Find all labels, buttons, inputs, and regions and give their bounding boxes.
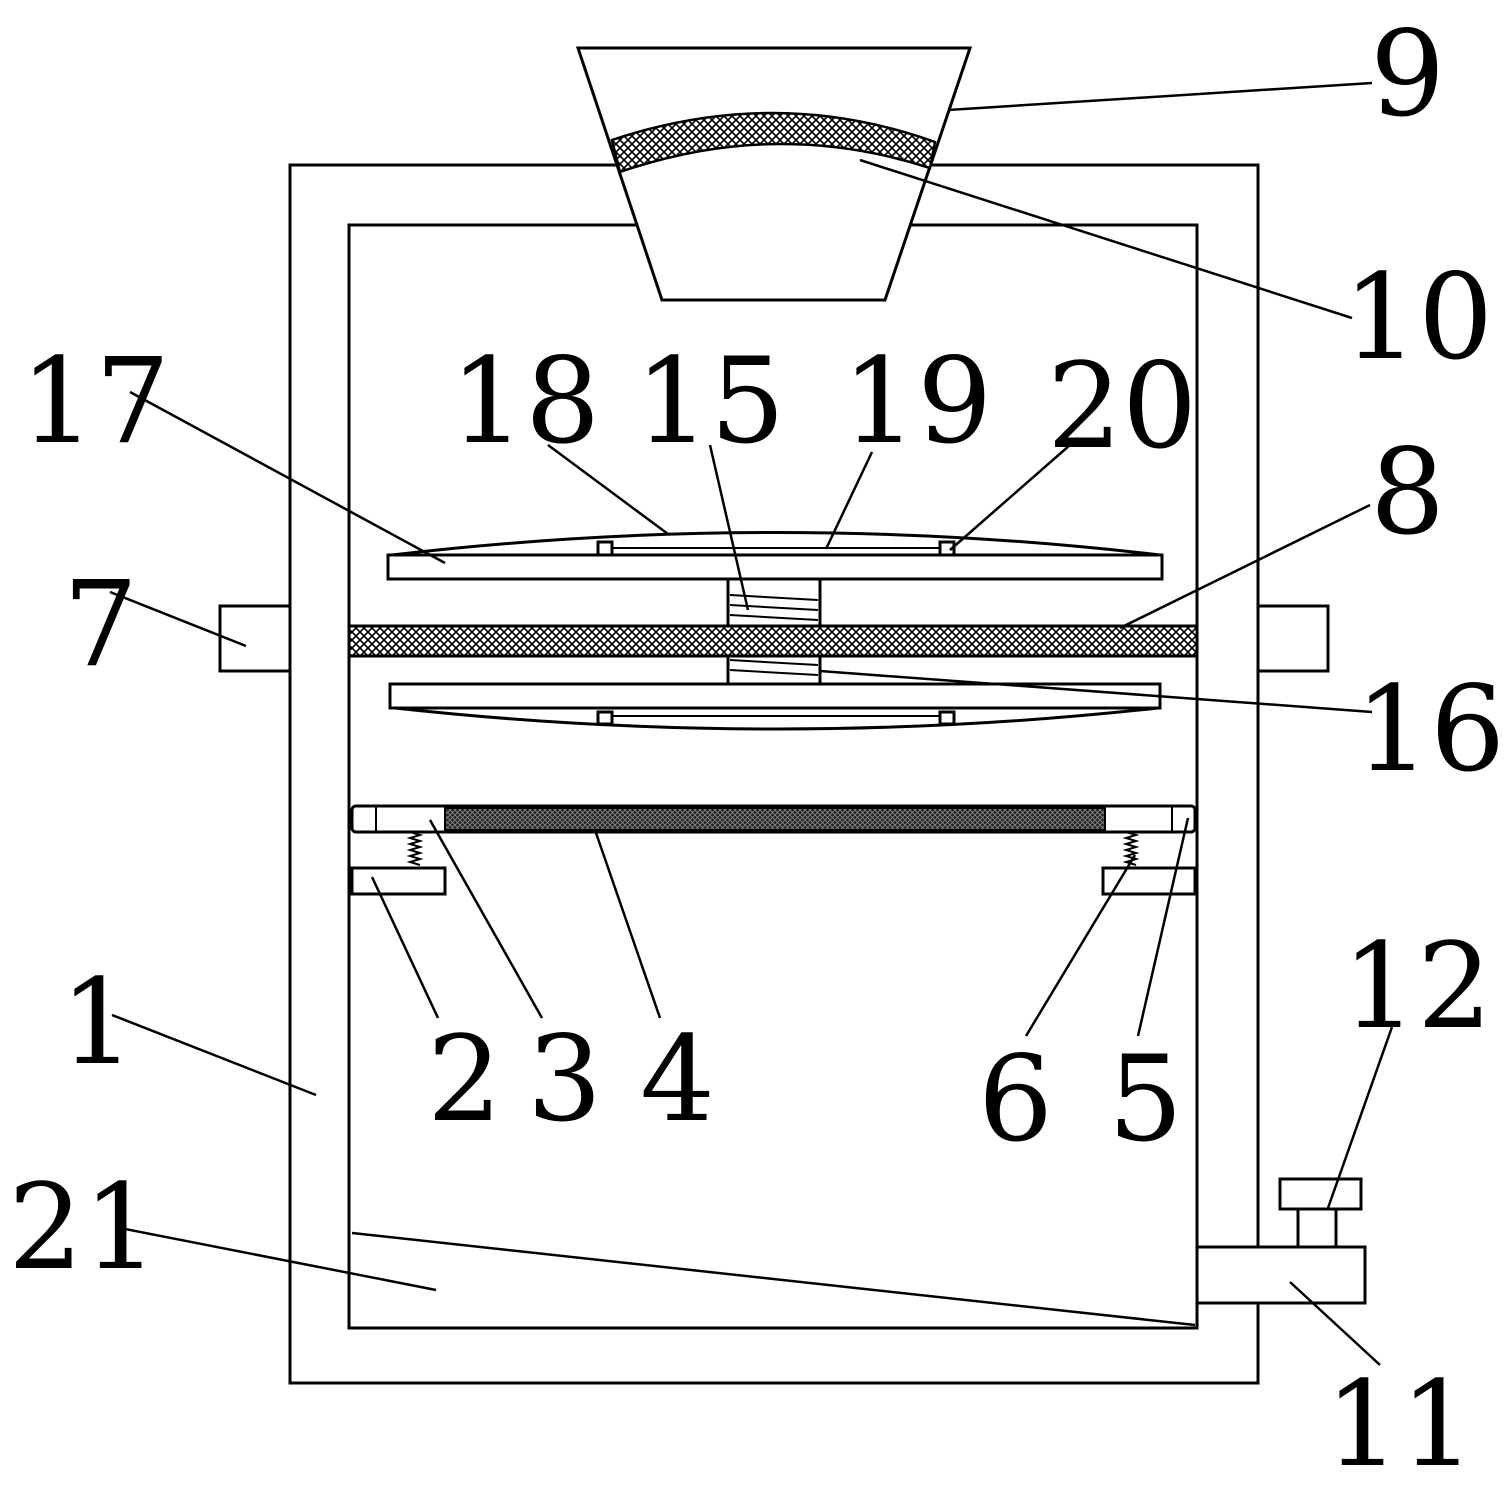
label-15: 15: [635, 332, 785, 470]
label-18: 18: [450, 332, 600, 470]
hopper-screen: [610, 111, 937, 174]
leader-lines: [109, 81, 1394, 1366]
label-19: 19: [842, 332, 992, 470]
lower-bolt-right: [938, 710, 956, 726]
right-mount: [1256, 604, 1330, 673]
label-10: 10: [1343, 248, 1493, 386]
feed-hopper: [575, 46, 973, 302]
label-9: 9: [1370, 5, 1445, 143]
label-6: 6: [978, 1030, 1053, 1168]
label-12: 12: [1342, 917, 1492, 1055]
label-4: 4: [640, 1010, 715, 1148]
left-spring: [406, 831, 424, 866]
main-screen: [347, 624, 1199, 658]
label-20: 20: [1047, 337, 1197, 475]
upper-bolt-left: [596, 540, 614, 557]
right-spring: [1122, 831, 1140, 866]
lower-bolt-left: [596, 710, 614, 726]
label-3: 3: [527, 1010, 602, 1148]
lower-disc-bulge: [394, 706, 1159, 731]
upper-disc-bulge: [391, 531, 1161, 557]
label-7: 7: [63, 555, 138, 693]
valve-cap: [1278, 1177, 1363, 1211]
label-11: 11: [1325, 1355, 1475, 1487]
right-support-block: [1101, 866, 1197, 896]
label-8: 8: [1370, 423, 1445, 561]
inner-chamber: [347, 223, 1199, 1330]
label-5: 5: [1108, 1030, 1183, 1168]
left-mount: [218, 604, 292, 673]
label-2: 2: [427, 1010, 502, 1148]
valve-stem: [1296, 1207, 1338, 1249]
left-support-block: [350, 866, 447, 896]
label-21: 21: [8, 1158, 158, 1296]
label-16: 16: [1355, 660, 1505, 798]
upper-disc: [386, 553, 1164, 581]
label-1: 1: [60, 953, 135, 1091]
discharge-pipe: [1195, 1245, 1367, 1305]
fine-screen: [444, 807, 1106, 831]
label-17: 17: [20, 332, 170, 470]
